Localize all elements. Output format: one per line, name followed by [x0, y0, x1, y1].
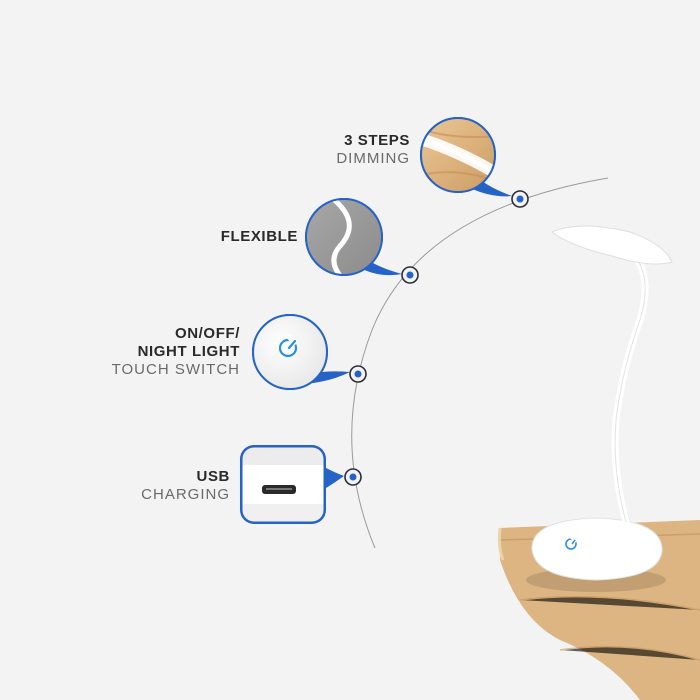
usb-port-icon: [242, 447, 324, 522]
feature-bubble-usb: [240, 445, 344, 524]
lamp-base-power-icon: [565, 535, 578, 550]
touch-title-line1: ON/OFF/: [174, 325, 240, 342]
arc-marker-usb: [344, 468, 362, 486]
feature-label-touch: ON/OFF/ NIGHT LIGHT TOUCH SWITCH: [100, 325, 240, 379]
feature-label-usb: USB CHARGING: [110, 468, 230, 504]
usb-title: USB: [196, 468, 230, 485]
feature-label-flexible: FLEXIBLE: [190, 228, 298, 246]
usb-subtitle: CHARGING: [141, 486, 230, 503]
lamp-base: [531, 517, 663, 581]
arc-marker-touch: [349, 365, 367, 383]
touch-subtitle: TOUCH SWITCH: [111, 361, 240, 378]
dimming-title: 3 STEPS: [344, 132, 410, 149]
flexible-neck-icon: [306, 199, 382, 275]
feature-bubble-flexible: [305, 198, 402, 276]
lamp-head: [551, 225, 673, 265]
flexible-title: FLEXIBLE: [220, 228, 298, 245]
wood-light-icon: [421, 118, 495, 192]
desk-lamp-product: [497, 225, 700, 700]
feature-bubble-touch: [252, 314, 350, 390]
power-touch-icon: [253, 315, 327, 389]
arc-marker-dimming: [511, 190, 529, 208]
feature-label-dimming: 3 STEPS DIMMING: [300, 132, 410, 168]
lamp-gooseneck: [611, 254, 649, 526]
feature-bubble-dimming: [420, 117, 512, 197]
touch-title-line2: NIGHT LIGHT: [137, 343, 240, 360]
dimming-subtitle: DIMMING: [336, 150, 410, 167]
arc-marker-flexible: [401, 266, 419, 284]
